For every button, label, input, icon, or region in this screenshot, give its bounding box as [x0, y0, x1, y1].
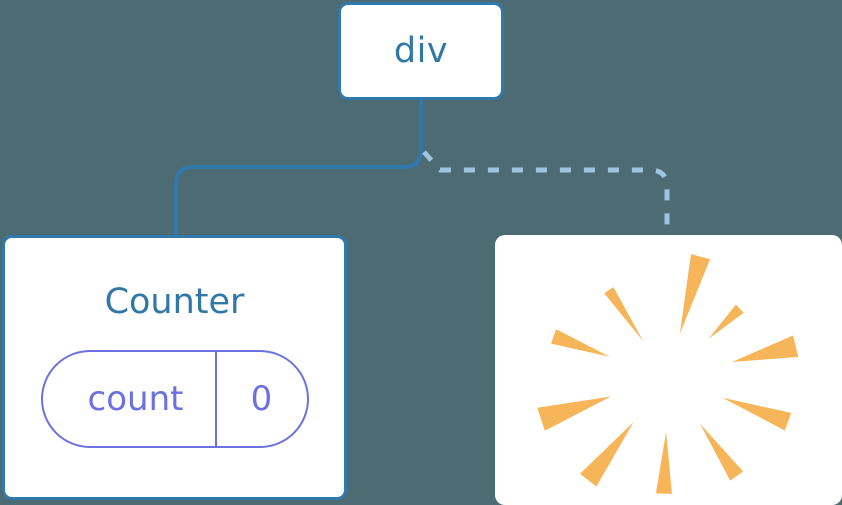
burst-ray-5 [655, 432, 672, 494]
burst-ray-1 [708, 304, 744, 340]
node-div[interactable]: div [338, 2, 504, 100]
state-key: count [87, 379, 184, 419]
node-counter-label: Counter [104, 282, 245, 322]
state-pill-divider [214, 352, 217, 446]
burst-ray-6 [580, 422, 634, 487]
edge-div-to-burst [422, 150, 670, 237]
burst-ray-9 [604, 287, 644, 342]
state-value: 0 [250, 379, 273, 419]
state-pill-count[interactable]: count 0 [40, 350, 309, 448]
node-div-label: div [393, 30, 449, 71]
burst-ray-7 [537, 396, 611, 431]
burst-ray-3 [722, 397, 792, 431]
node-counter[interactable]: Counter count 0 [2, 235, 347, 500]
node-burst[interactable] [495, 235, 842, 505]
burst-ray-group [537, 254, 799, 494]
edge-div-to-counter [174, 98, 423, 239]
burst-ray-8 [551, 329, 610, 357]
sparkle-burst-icon [537, 254, 799, 494]
burst-ray-0 [679, 254, 711, 334]
burst-ray-2 [732, 335, 799, 362]
burst-ray-4 [700, 423, 744, 481]
